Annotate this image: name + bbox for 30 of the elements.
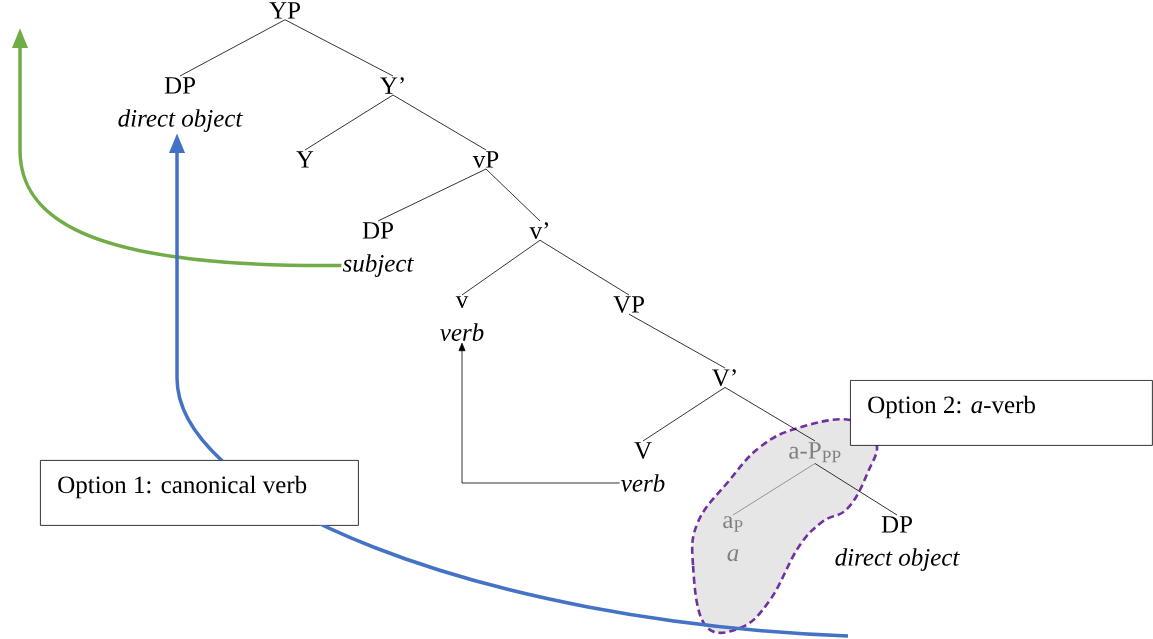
branch-line <box>724 387 816 442</box>
branch-line <box>284 19 394 77</box>
branch-line <box>539 239 630 296</box>
tree-label: a$_{P}$ a <box>723 516 743 562</box>
tree-label: YP <box>269 2 300 19</box>
tree-label: DP subject <box>342 222 414 277</box>
tree-label: v’ <box>529 222 548 240</box>
tree-label: VP <box>613 296 644 313</box>
branch-line <box>642 387 726 442</box>
tree-label: V’ <box>712 369 736 387</box>
branch-line <box>392 94 487 151</box>
branch-line <box>814 463 898 516</box>
tree-label: Y’ <box>380 77 404 94</box>
branch-line <box>304 94 394 151</box>
branch-line <box>377 168 487 222</box>
tree-label: V verb <box>621 442 665 492</box>
tree-label: vP <box>472 151 499 168</box>
tree-label: DP direct object <box>835 516 960 571</box>
tree-label: DP direct object <box>118 77 243 132</box>
tree-label: a-P$_{PP}$ <box>789 442 841 463</box>
tree-label: v verb <box>440 296 484 341</box>
branch-line <box>179 19 286 77</box>
branch-line <box>461 239 541 296</box>
option-box: Option 2: a-verb <box>850 380 1153 446</box>
branch-line <box>628 313 726 369</box>
branch-line <box>732 463 816 516</box>
arrow <box>458 342 620 484</box>
tree-label: Y <box>296 151 314 168</box>
branch-line <box>485 168 541 222</box>
option-box: Option 1: canonical verb <box>40 460 359 526</box>
